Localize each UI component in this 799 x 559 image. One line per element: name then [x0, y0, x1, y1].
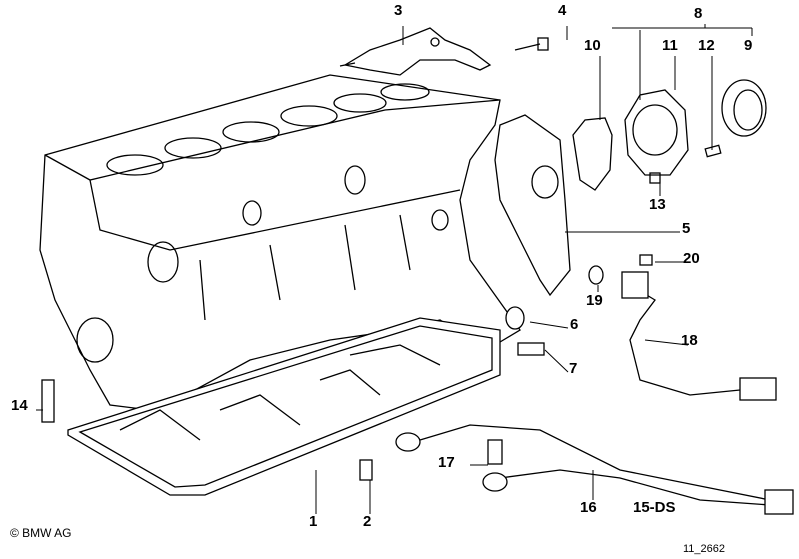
callout-13[interactable]: 13: [649, 196, 666, 213]
callout-6[interactable]: 6: [570, 316, 579, 333]
callout-17[interactable]: 17: [438, 454, 455, 471]
callout-15-ds[interactable]: 15-DS: [633, 499, 676, 516]
callout-3[interactable]: 3: [394, 2, 403, 19]
callout-14[interactable]: 14: [11, 397, 28, 414]
callout-10[interactable]: 10: [584, 37, 601, 54]
callout-19[interactable]: 19: [586, 292, 603, 309]
sensor-cable: [629, 284, 741, 396]
callout-16[interactable]: 16: [580, 499, 597, 516]
callout-4[interactable]: 4: [558, 2, 567, 19]
copyright: © BMW AG: [10, 526, 72, 540]
oil-pan: [67, 317, 501, 496]
diagram-reference: 11_2662: [683, 543, 726, 555]
callout-11[interactable]: 11: [662, 37, 678, 54]
knock-sensor-cable: [419, 424, 771, 501]
callout-5[interactable]: 5: [682, 220, 691, 237]
callout-18[interactable]: 18: [681, 332, 698, 349]
callout-20[interactable]: 20: [683, 250, 700, 267]
callout-7[interactable]: 7: [569, 360, 578, 377]
callout-1[interactable]: 1: [309, 513, 318, 530]
bracket: [343, 27, 492, 76]
leader-lines: [36, 24, 753, 514]
callout-8[interactable]: 8: [694, 5, 703, 22]
gasket: [494, 114, 571, 297]
callout-2[interactable]: 2: [363, 513, 372, 530]
callout-9[interactable]: 9: [744, 37, 753, 54]
callout-12[interactable]: 12: [698, 37, 715, 54]
